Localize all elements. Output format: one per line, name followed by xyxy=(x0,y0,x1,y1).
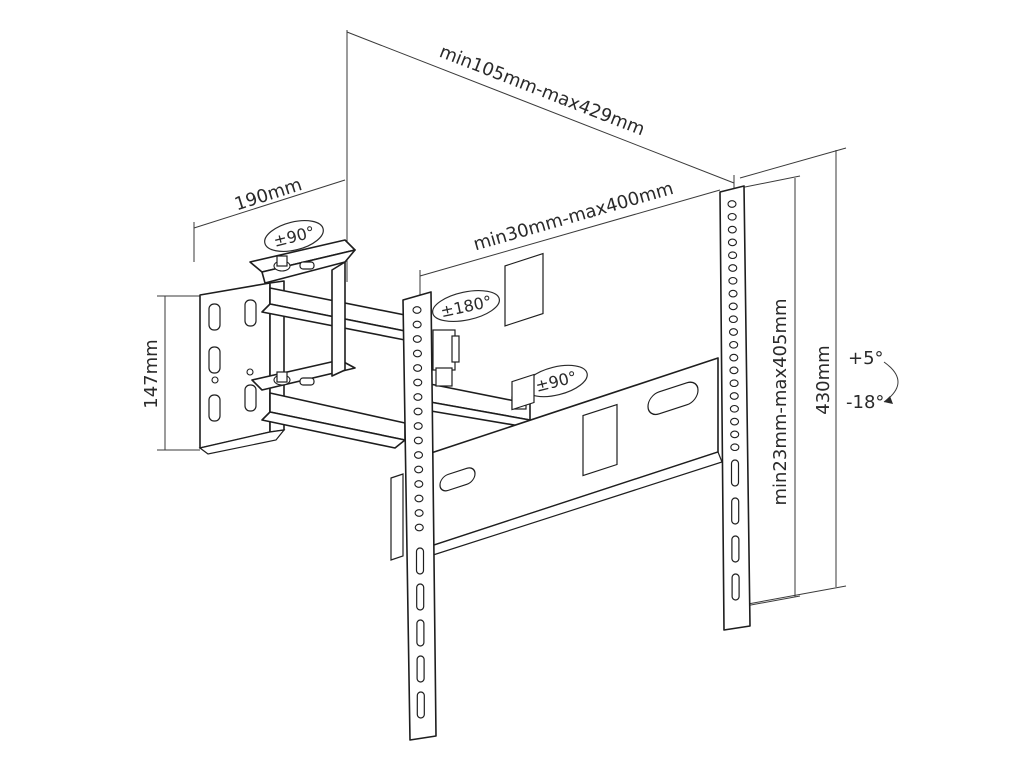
mounting-hole xyxy=(413,422,423,430)
vesa-crossbar xyxy=(424,252,723,557)
badge-head-swivel: ±90° xyxy=(524,364,588,398)
mounting-slot xyxy=(416,619,425,647)
mounting-hole xyxy=(729,404,739,413)
mounting-slot xyxy=(731,497,740,525)
mounting-hole xyxy=(729,366,739,375)
lower-arm xyxy=(261,392,406,449)
tilt-arrow-icon xyxy=(884,396,893,404)
mounting-hole xyxy=(727,212,737,221)
mounting-hole xyxy=(412,349,423,358)
label-reach: min105mm-max429mm xyxy=(436,41,647,140)
mounting-hole xyxy=(729,340,739,349)
mounting-hole xyxy=(412,335,422,343)
label-tilt-down: -18° xyxy=(846,392,884,413)
mounting-slot xyxy=(731,535,740,563)
mounting-hole xyxy=(413,436,423,445)
mounting-hole xyxy=(728,328,739,336)
mounting-hole xyxy=(729,392,739,400)
mounting-hole xyxy=(727,238,738,247)
mounting-hole xyxy=(728,289,738,298)
mounting-slot xyxy=(416,691,425,719)
upper-arm-link xyxy=(331,261,346,377)
mounting-slot xyxy=(416,655,425,683)
mounting-hole xyxy=(728,302,738,311)
rail-right-holes xyxy=(727,200,740,601)
mounting-hole xyxy=(729,353,739,362)
mounting-hole xyxy=(728,251,738,260)
mounting-slot xyxy=(416,583,425,611)
wall-plate xyxy=(198,280,286,455)
mounting-hole xyxy=(414,494,424,503)
wall-hinge-top xyxy=(249,239,356,284)
mounting-slot xyxy=(415,547,425,575)
mounting-hole xyxy=(728,264,738,272)
mounting-hole xyxy=(729,379,739,388)
mounting-hole xyxy=(728,315,738,324)
arm-pivot-joint xyxy=(432,329,460,387)
mounting-hole xyxy=(729,417,740,426)
badge-wall-swivel: ±90° xyxy=(264,219,324,253)
label-wall-plate-width: 190mm xyxy=(232,174,305,215)
mounting-hole xyxy=(728,276,738,285)
mounting-hole xyxy=(414,465,424,474)
mounting-hole xyxy=(413,364,423,372)
label-vesa-horizontal: min30mm-max400mm xyxy=(471,178,676,255)
vesa-rail-right xyxy=(719,185,751,631)
label-plate-height: 430mm xyxy=(813,345,834,414)
mounting-hole xyxy=(412,320,422,329)
label-wall-plate-height: 147mm xyxy=(141,339,162,408)
mounting-hole xyxy=(413,407,423,416)
tilt-indicator: +5° -18° xyxy=(846,348,899,413)
mounting-slot xyxy=(731,573,740,601)
mounting-hole xyxy=(414,523,424,532)
rail-left-holes xyxy=(412,306,425,719)
badge-arm-swivel: ±180° xyxy=(432,289,500,323)
label-tilt-up: +5° xyxy=(848,348,884,369)
mounting-hole xyxy=(413,378,423,387)
mounting-slot xyxy=(730,459,740,487)
mounting-hole xyxy=(414,480,424,488)
mounting-hole xyxy=(727,200,737,208)
mounting-hole xyxy=(413,451,424,459)
label-vesa-vertical: min23mm-max405mm xyxy=(770,298,791,505)
mounting-hole xyxy=(413,393,423,401)
wall-hinge-bottom xyxy=(251,359,356,391)
mounting-hole xyxy=(730,430,740,439)
mounting-hole xyxy=(730,443,740,452)
dimension-lines xyxy=(157,30,847,608)
mounting-hole xyxy=(727,225,737,234)
vesa-rail-left xyxy=(390,291,437,741)
mounting-hole xyxy=(412,306,422,314)
mounting-hole xyxy=(414,509,424,517)
